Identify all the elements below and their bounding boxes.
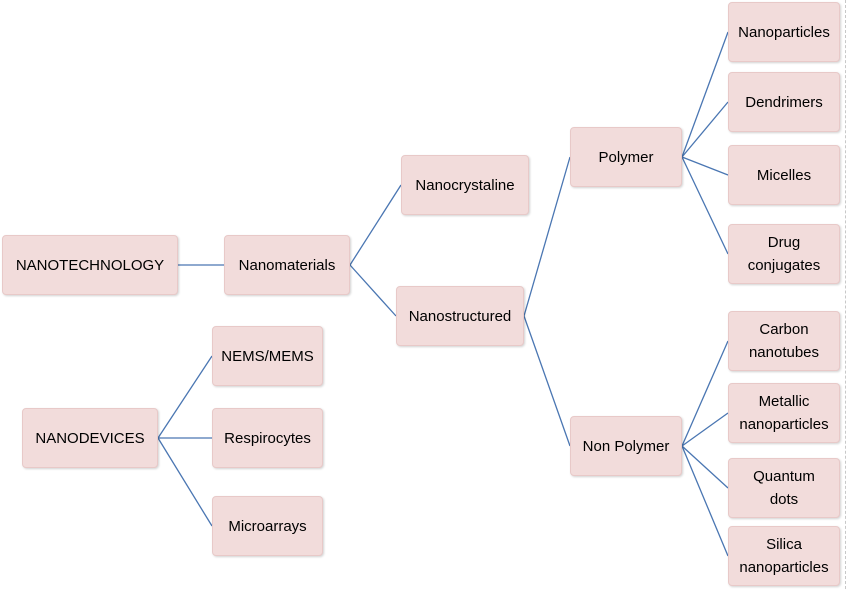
node-carbon-nanotubes: Carbon nanotubes [728,311,840,371]
node-metallic-nanoparticles: Metallic nanoparticles [728,383,840,443]
connector-nanodevices-microarrays [157,437,213,527]
node-nanocrystaline: Nanocrystaline [401,155,529,215]
node-nanocrystaline-label: Nanocrystaline [415,176,515,194]
node-nanodevices: NANODEVICES [22,408,158,468]
page-edge-dashed-line [845,0,846,589]
node-drug-conjugates-label: Drug conjugates [747,234,821,274]
connector-non-polymer-carbon-nanotubes [681,340,729,447]
node-micelles-label: Micelles [756,166,812,184]
node-non-polymer-label: Non Polymer [582,437,670,455]
node-microarrays: Microarrays [212,496,323,556]
node-nanotechnology-label: NANOTECHNOLOGY [15,256,165,274]
node-drug-conjugates: Drug conjugates [728,224,840,284]
connector-non-polymer-silica-nanoparticles [681,445,729,557]
node-nanomaterials-label: Nanomaterials [238,256,336,274]
node-dendrimers: Dendrimers [728,72,840,132]
node-nanoparticles-label: Nanoparticles [738,23,830,41]
connector-non-polymer-metallic-nanoparticles [681,412,729,447]
node-microarrays-label: Microarrays [228,517,307,535]
node-silica-nanoparticles: Silica nanoparticles [728,526,840,586]
node-nanoparticles: Nanoparticles [728,2,840,62]
node-non-polymer: Non Polymer [570,416,682,476]
connector-nanostructured-non-polymer [523,315,571,447]
connector-polymer-dendrimers [681,101,729,158]
node-respirocytes: Respirocytes [212,408,323,468]
node-polymer-label: Polymer [598,148,654,166]
node-metallic-nanoparticles-label: Metallic nanoparticles [739,393,829,433]
node-respirocytes-label: Respirocytes [224,429,311,447]
node-quantum-dots: Quantum dots [728,458,840,518]
connector-nanodevices-nems-mems [157,355,213,439]
connector-nanostructured-polymer [523,156,571,317]
connector-polymer-micelles [681,156,729,176]
node-polymer: Polymer [570,127,682,187]
node-silica-nanoparticles-label: Silica nanoparticles [739,536,829,576]
node-nems-mems: NEMS/MEMS [212,326,323,386]
connector-nanomaterials-nanocrystaline [349,184,402,266]
node-nanostructured-label: Nanostructured [408,307,512,325]
node-carbon-nanotubes-label: Carbon nanotubes [748,321,820,361]
node-micelles: Micelles [728,145,840,205]
connector-polymer-drug-conjugates [681,156,729,255]
connector-non-polymer-quantum-dots [681,445,729,489]
node-nanodevices-label: NANODEVICES [35,429,145,447]
connector-polymer-nanoparticles [681,31,729,158]
node-dendrimers-label: Dendrimers [745,93,823,111]
node-nanostructured: Nanostructured [396,286,524,346]
connector-nanomaterials-nanostructured [349,264,397,317]
node-nanomaterials: Nanomaterials [224,235,350,295]
node-quantum-dots-label: Quantum dots [753,468,815,508]
node-nems-mems-label: NEMS/MEMS [221,347,314,365]
node-nanotechnology: NANOTECHNOLOGY [2,235,178,295]
